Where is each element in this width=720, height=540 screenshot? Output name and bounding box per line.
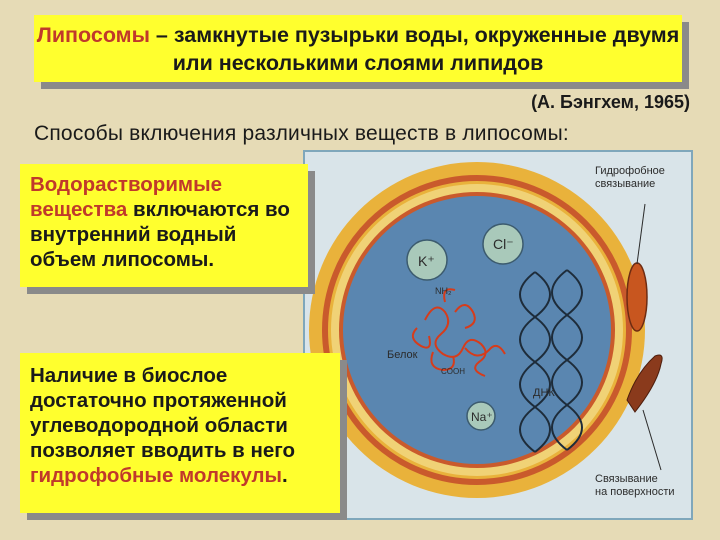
water-soluble-text: включаются во внутренний водный объем ли… [30,198,290,271]
k-ion-circle [406,239,448,281]
citation: (А. Бэнгхем, 1965) [531,92,690,112]
subtitle: Способы включения различных веществ в ли… [34,122,569,145]
cl-ion-circle [482,223,524,265]
hydrophobic-binding-label-2: связывание [595,178,655,190]
na-ion-label: Na⁺ [471,410,493,424]
dna-label: ДНК [533,387,555,399]
hydrophobic-molecule [626,262,648,332]
membrane-outer [322,175,632,485]
title-text: – замкнутые пузырьки воды, окруженные дв… [149,23,680,75]
hydrophobic-highlight: гидрофобные молекулы [30,464,283,487]
water-soluble-box: Водорастворимые вещества включаются во в… [20,164,308,287]
title-box: Липосомы – замкнутые пузырьки воды, окру… [34,15,682,82]
dna-helix-left [519,271,551,453]
cl-ion-label: Cl⁻ [493,236,514,252]
hydrophobic-text: Наличие в биослое достаточно протяженной… [30,364,296,462]
surface-binding-label-2: на поверхности [595,486,675,498]
cooh-label: COOH [441,367,465,376]
hydrophobic-box: Наличие в биослое достаточно протяженной… [20,353,340,513]
hydrophobic-binding-label-1: Гидрофобное [595,165,665,177]
water-soluble-highlight: Водорастворимые вещества [30,173,223,221]
liposome-diagram: K⁺ Cl⁻ Na⁺ NH₂ Белок COOH ДНК Гидрофобно… [303,150,693,520]
nh2-label: NH₂ [435,286,452,296]
liposome-svg: K⁺ Cl⁻ Na⁺ NH₂ Белок COOH ДНК Гидрофобно… [309,162,675,498]
surface-molecule [626,354,663,413]
k-ion-label: K⁺ [418,253,435,269]
title-highlight: Липосомы [36,23,150,47]
protein-label: Белок [387,349,418,361]
hydrophobic-end: . [282,464,288,487]
surface-binding-label-1: Связывание [595,473,658,485]
dna-helix-right [551,269,583,451]
hydrophobic-pointer [636,203,646,265]
na-ion-circle [466,401,496,431]
surface-pointer [642,409,662,471]
protein-chain [411,288,506,377]
